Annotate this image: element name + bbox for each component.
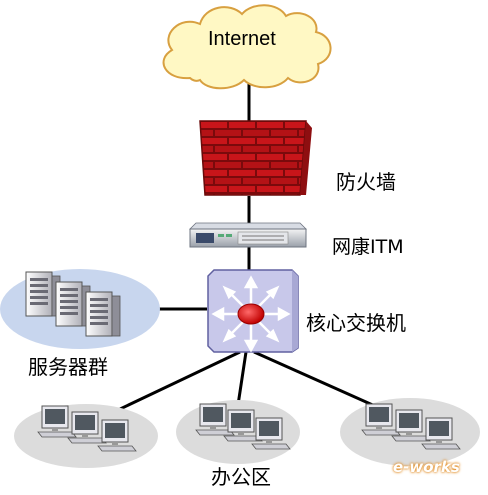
core-switch-label: 核心交换机 [306, 311, 406, 335]
brick-wall-icon [199, 120, 312, 196]
internet-label: Internet [208, 28, 276, 50]
link-switch-office-center [236, 351, 248, 406]
rack-appliance-icon [189, 222, 307, 248]
firewall-label: 防火墙 [336, 170, 396, 194]
server-cluster-group [0, 269, 160, 349]
server-cluster-label: 服务器群 [28, 355, 108, 379]
switch-icon [207, 269, 299, 353]
office-label: 办公区 [211, 465, 271, 489]
link-switch-office-left [117, 350, 241, 412]
link-switch-office-right [253, 350, 385, 412]
network-links [117, 82, 385, 412]
office-left-group [14, 404, 158, 468]
office-right-group [340, 398, 480, 466]
watermark-logo: e-works [393, 458, 460, 476]
itm-label: 网康ITM [332, 236, 404, 258]
cloud-icon [162, 4, 332, 90]
office-center-group [176, 400, 300, 464]
